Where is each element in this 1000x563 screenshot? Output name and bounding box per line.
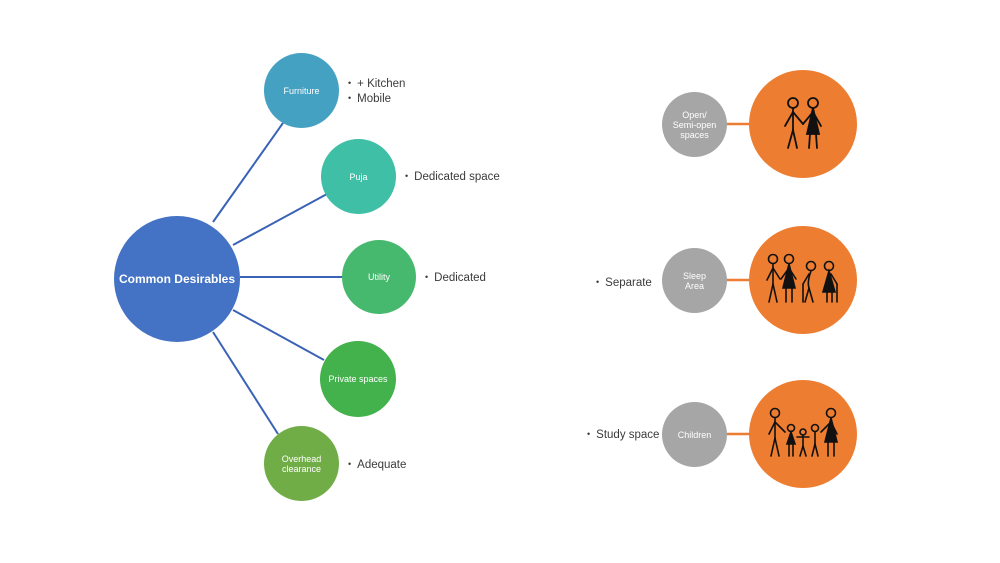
furniture-notes: + Kitchen Mobile <box>348 76 405 106</box>
node-children: Children <box>662 402 727 467</box>
node-puja-label: Puja <box>349 171 368 182</box>
node-open-spaces-label: Open/ Semi-open spaces <box>672 109 717 140</box>
note-item: Adequate <box>348 457 406 472</box>
utility-notes: Dedicated <box>425 270 486 285</box>
hub-common-desirables: Common Desirables <box>114 216 240 342</box>
note-item: + Kitchen <box>348 76 405 91</box>
node-utility-label: Utility <box>368 272 390 282</box>
connector-hub-puja <box>232 193 328 246</box>
note-item: Separate <box>596 275 652 290</box>
connector-hub-overhead <box>212 331 279 435</box>
node-private-spaces: Private spaces <box>320 341 396 417</box>
node-overhead-clearance-label: Overhead clearance <box>281 453 322 474</box>
connector-hub-private <box>232 309 325 361</box>
note-item: Dedicated <box>425 270 486 285</box>
node-utility: Utility <box>342 240 416 314</box>
note-item: Dedicated space <box>405 169 500 184</box>
overhead-notes: Adequate <box>348 457 406 472</box>
note-item: Study space <box>587 427 659 442</box>
sleep-area-notes: Separate <box>596 275 652 290</box>
node-private-spaces-label: Private spaces <box>328 374 388 384</box>
family-of-four-figure-icon <box>766 253 838 303</box>
orange-node-children <box>749 380 857 488</box>
connector-hub-furniture <box>212 122 284 223</box>
note-item: Mobile <box>348 91 405 106</box>
orange-node-open-spaces <box>749 70 857 178</box>
hub-label: Common Desirables <box>118 271 236 286</box>
node-sleep-area-label: Sleep Area <box>682 270 707 291</box>
node-puja: Puja <box>321 139 396 214</box>
puja-notes: Dedicated space <box>405 169 500 184</box>
orange-node-sleep-area <box>749 226 857 334</box>
parents-with-children-figure-icon <box>768 407 839 457</box>
node-sleep-area: Sleep Area <box>662 248 727 313</box>
node-furniture-label: Furniture <box>283 85 320 96</box>
node-open-semi-open-spaces: Open/ Semi-open spaces <box>662 92 727 157</box>
two-adults-figure-icon <box>784 97 822 149</box>
children-notes: Study space <box>587 427 659 442</box>
node-children-label: Children <box>677 429 712 440</box>
node-overhead-clearance: Overhead clearance <box>264 426 339 501</box>
node-furniture: Furniture <box>264 53 339 128</box>
